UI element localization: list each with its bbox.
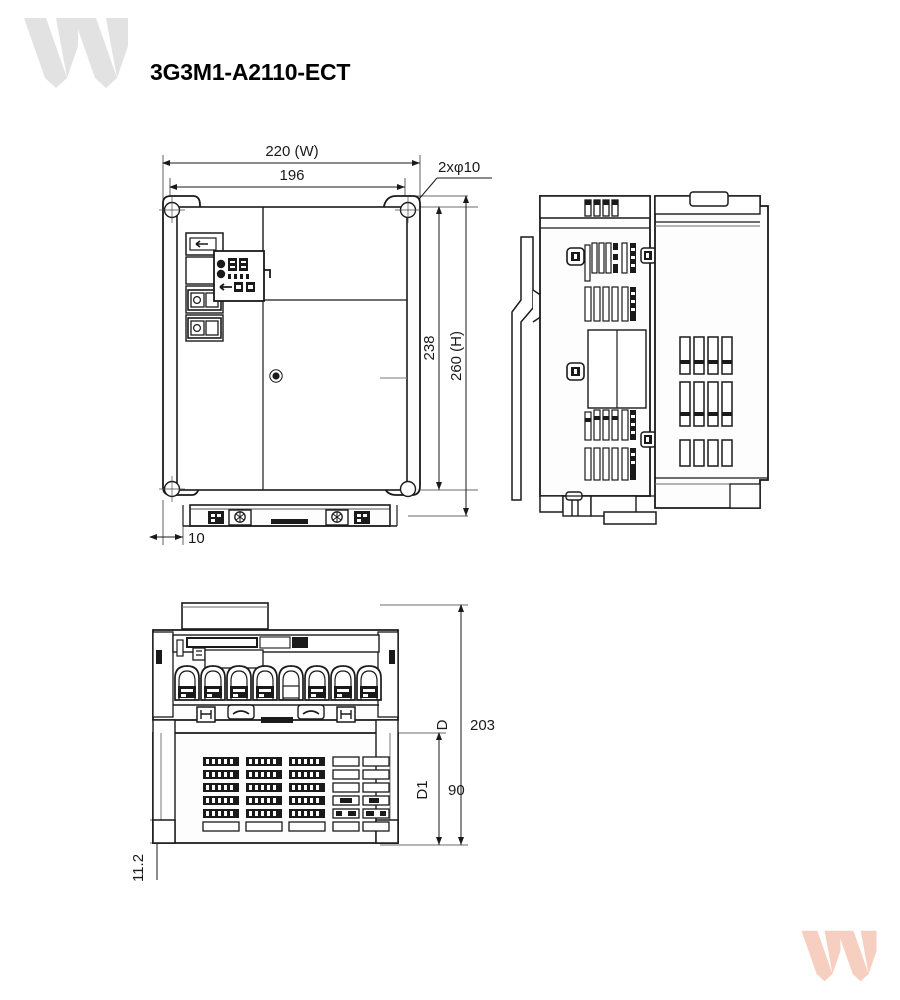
dimension-label-238: 238 xyxy=(421,335,438,360)
dimension-label-10: 10 xyxy=(188,530,205,547)
side-bottom-feet xyxy=(539,491,657,525)
dimension-depth-203: D 203 xyxy=(434,604,495,845)
side-upper-fins xyxy=(584,242,636,322)
dimension-label-260: 260 (H) xyxy=(448,331,465,381)
front-bottom-terminals xyxy=(182,504,398,527)
side-latch-tabs xyxy=(566,247,657,448)
dimension-label-196: 196 xyxy=(279,167,304,184)
dimension-label-11-2: 11.2 xyxy=(130,854,147,882)
mounting-hole-bottom-right xyxy=(399,480,417,498)
bottom-clips xyxy=(196,704,356,723)
dimension-offset-10: 10 xyxy=(149,530,205,547)
dimension-height-260: 260 (H) xyxy=(448,195,469,516)
side-view xyxy=(511,191,769,525)
mounting-hole-top-left xyxy=(159,197,185,223)
page-title: 3G3M1-A2110-ECT xyxy=(150,59,351,85)
dimension-height-238: 238 xyxy=(421,206,442,490)
dimension-prefix-D: D xyxy=(434,719,451,730)
dimension-depth1-90: D1 90 xyxy=(414,732,465,845)
front-keypad-module xyxy=(213,250,271,302)
dimension-width-220: 220 (W) xyxy=(162,143,420,166)
side-heatsink-vents xyxy=(679,336,733,467)
front-terminal-upper xyxy=(187,289,222,311)
bottom-body xyxy=(152,602,399,844)
bottom-vent-grid xyxy=(202,756,390,832)
front-left-modules xyxy=(185,232,224,342)
dimension-label-203: 203 xyxy=(470,717,495,734)
dimension-width-196: 196 xyxy=(169,167,405,190)
side-top-vents xyxy=(584,199,619,217)
mounting-hole-top-right xyxy=(395,197,421,223)
front-view: 220 (W) 196 2xφ10 238 260 (H) xyxy=(149,143,492,547)
dimension-label-2xphi10: 2xφ10 xyxy=(438,159,480,176)
bottom-terminal-row xyxy=(174,665,382,701)
front-body xyxy=(159,195,421,527)
mounting-hole-bottom-left xyxy=(159,476,185,502)
dimension-label-220: 220 (W) xyxy=(265,143,318,160)
dimension-label-90: 90 xyxy=(448,782,465,799)
front-terminal-lower xyxy=(187,317,222,339)
side-lower-fins xyxy=(584,409,636,481)
dimension-prefix-D1: D1 xyxy=(414,780,431,799)
bottom-view: D 203 D1 90 11.2 xyxy=(130,602,495,882)
